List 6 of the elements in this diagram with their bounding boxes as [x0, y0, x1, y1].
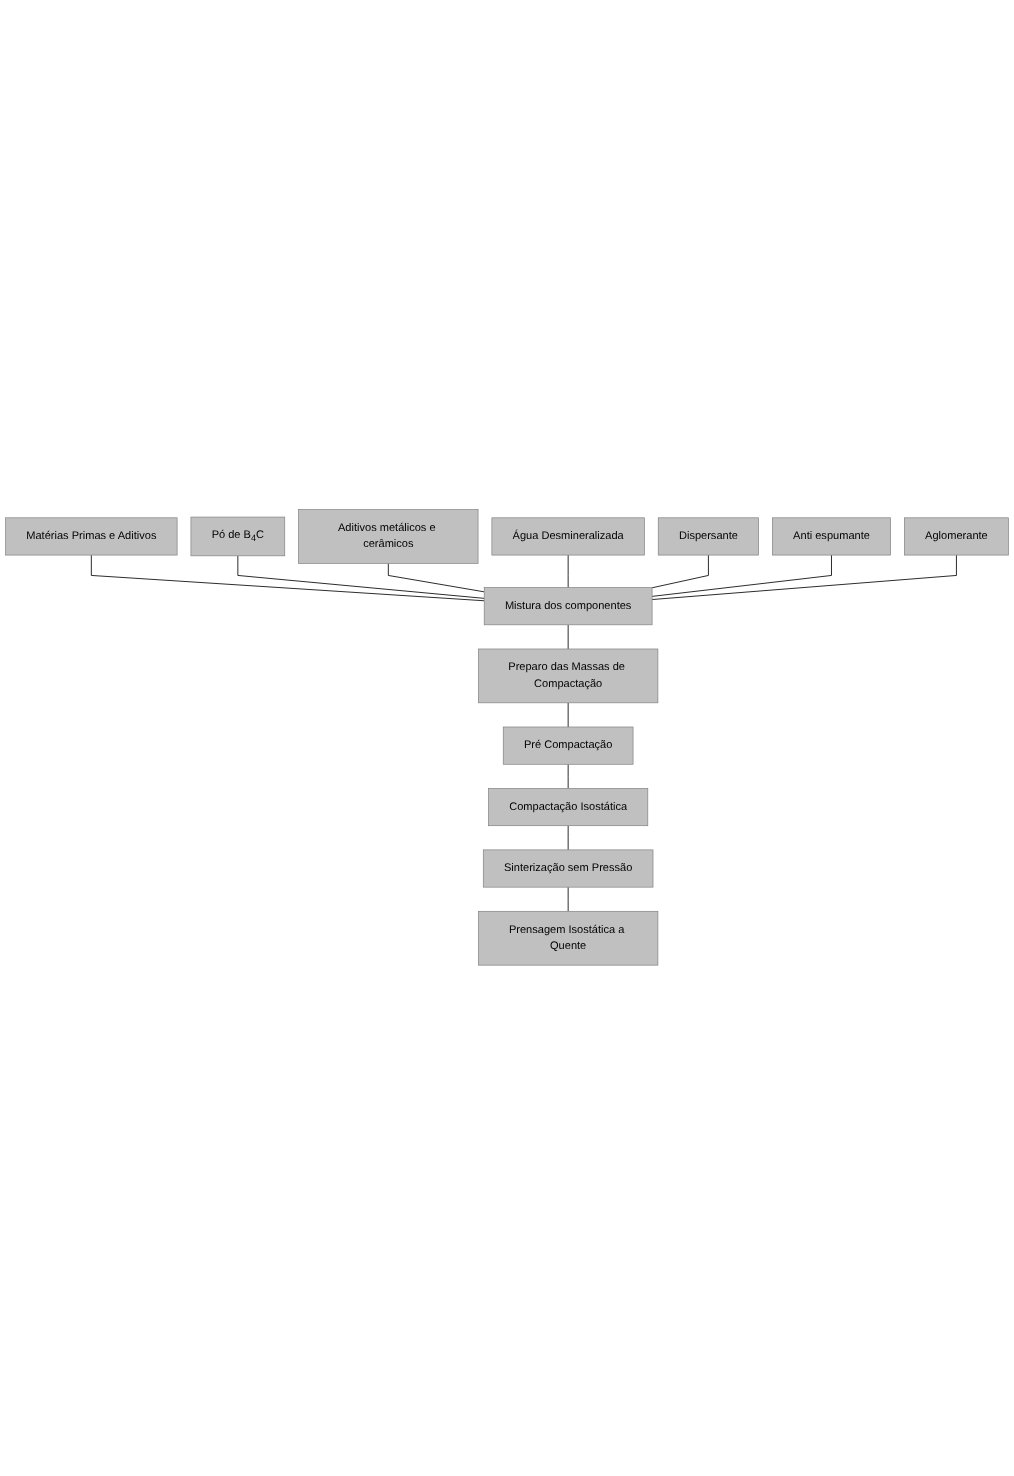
connector	[651, 555, 709, 589]
connector	[651, 555, 832, 598]
connector	[651, 555, 957, 601]
connector	[90, 555, 485, 602]
connector	[387, 563, 485, 593]
connector	[237, 556, 485, 600]
